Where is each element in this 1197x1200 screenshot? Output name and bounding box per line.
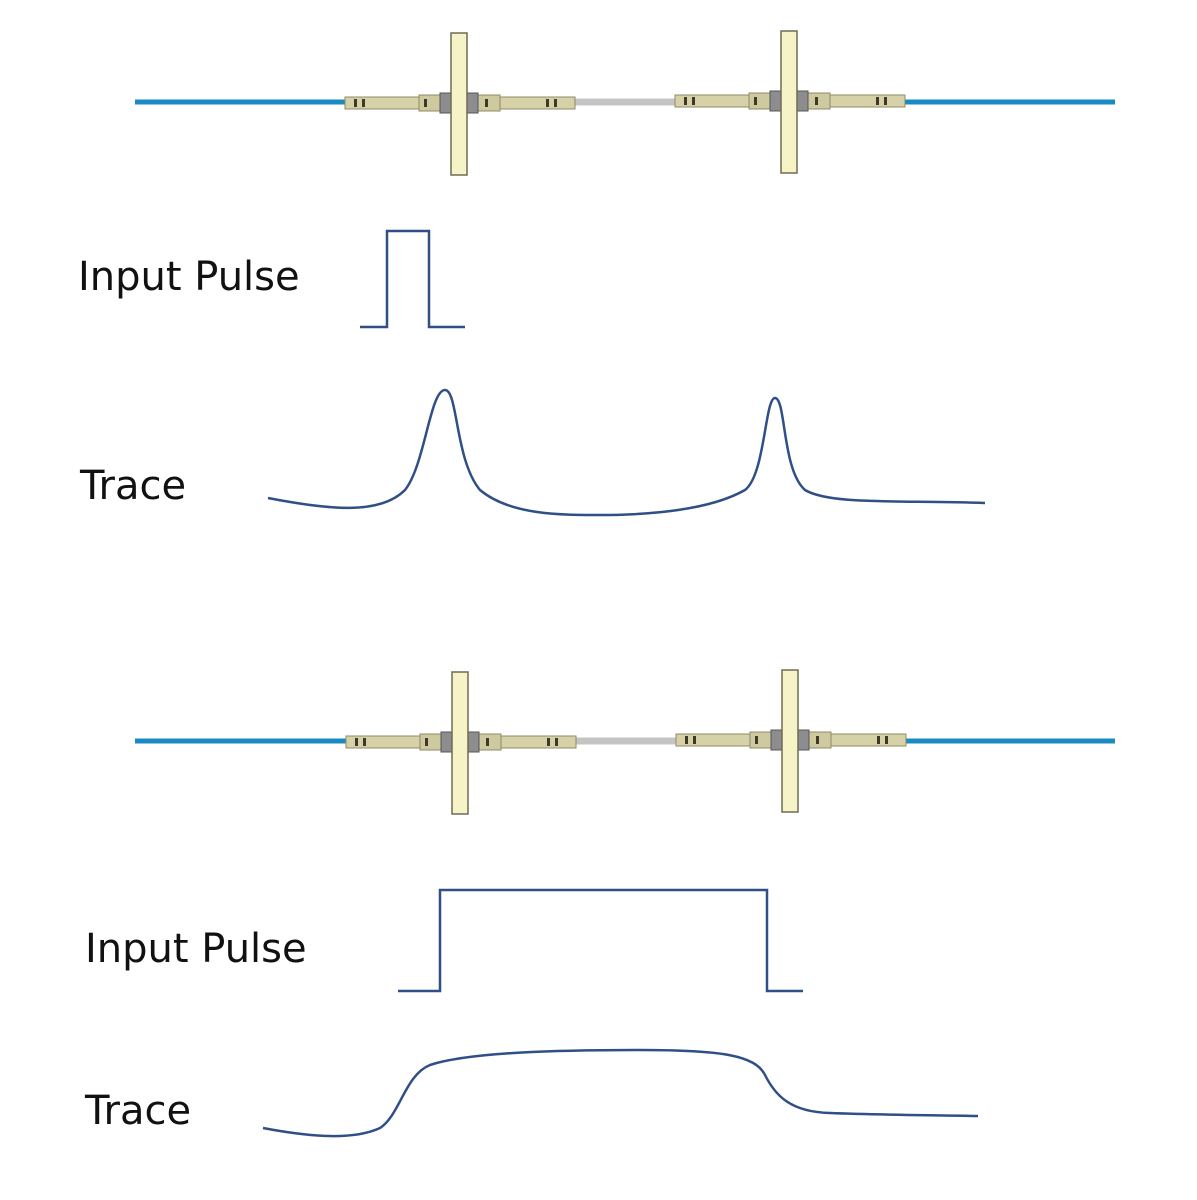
input-pulse-label: Input Pulse bbox=[85, 926, 307, 972]
connector-left bbox=[344, 32, 576, 176]
input-pulse-label: Input Pulse bbox=[78, 254, 300, 300]
input-pulse-long bbox=[398, 888, 803, 993]
input-pulse-short bbox=[360, 229, 465, 329]
connector-left bbox=[345, 671, 577, 815]
trace-label: Trace bbox=[85, 1088, 192, 1134]
connector-right bbox=[675, 669, 907, 813]
connector-right bbox=[674, 30, 906, 174]
trace-dead-zone bbox=[262, 1048, 979, 1138]
fiber-assembly-top bbox=[135, 30, 1115, 176]
trace-reflection-peaks bbox=[267, 388, 986, 517]
trace-label: Trace bbox=[80, 463, 187, 509]
fiber-assembly-bottom bbox=[135, 669, 1115, 815]
